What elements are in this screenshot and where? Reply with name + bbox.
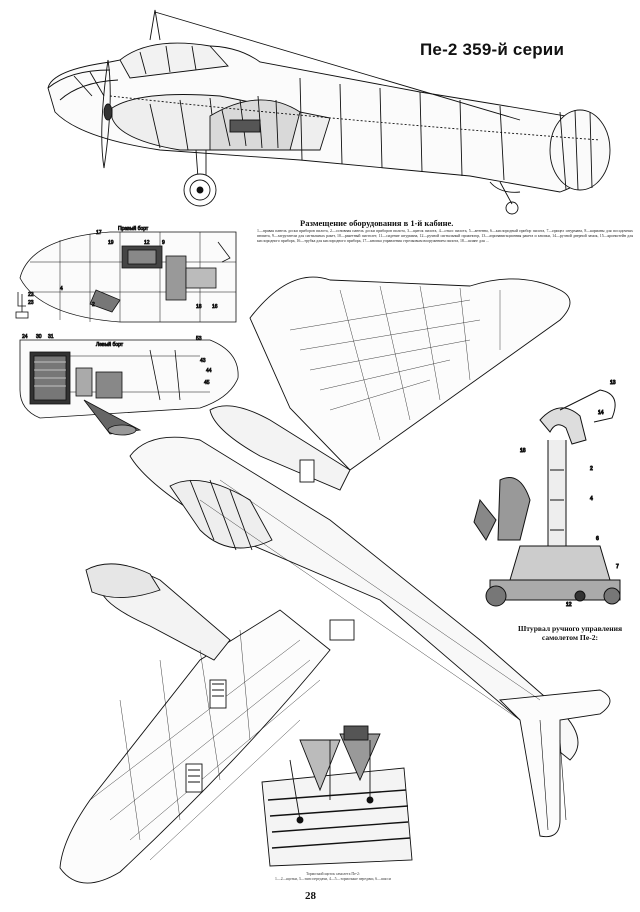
svg-text:12: 12 (566, 602, 572, 608)
page-title: Пе-2 359-й серии (420, 40, 565, 59)
equipment-legend: 1—правая панель доски приборов пилота, 2… (257, 229, 633, 244)
svg-text:30: 30 (36, 334, 42, 340)
svg-text:4: 4 (60, 286, 63, 292)
inset-label-mid: Левый борт (96, 341, 124, 348)
svg-text:6: 6 (596, 536, 599, 542)
svg-text:9: 9 (162, 240, 165, 246)
inset-label-top: Правый борт (118, 225, 149, 232)
svg-text:23: 23 (28, 300, 34, 306)
control-column-caption: Штурвал ручного управления самолетом Пе-… (517, 624, 623, 642)
page-number: 28 (305, 890, 316, 902)
svg-text:4: 4 (590, 496, 593, 502)
side-view-drawing (47, 9, 611, 215)
svg-text:31: 31 (48, 334, 54, 340)
plan-view-drawing (59, 276, 611, 884)
svg-text:2: 2 (590, 466, 593, 472)
svg-text:18: 18 (196, 304, 202, 310)
cabin-inset-right-side: 17 19 12 9 4 2 18 16 Правый борт (19, 225, 237, 323)
cabin-inset-left-side: 24 30 31 43 44 45 53 Левый борт (19, 334, 239, 436)
svg-text:14: 14 (598, 410, 604, 416)
svg-text:19: 19 (108, 240, 114, 246)
svg-text:24: 24 (22, 334, 28, 340)
svg-text:13: 13 (610, 380, 616, 386)
svg-text:16: 16 (212, 304, 218, 310)
svg-text:53: 53 (196, 336, 202, 342)
brake-flap-drawing (261, 725, 413, 867)
small-bracket-drawing: 22 23 (15, 292, 34, 319)
control-column-drawing: 13 14 18 2 4 6 7 12 (473, 380, 621, 609)
svg-text:43: 43 (200, 358, 206, 364)
svg-text:22: 22 (28, 292, 34, 298)
svg-text:7: 7 (616, 564, 619, 570)
svg-text:2: 2 (92, 302, 95, 308)
brake-flap-caption: Тормозной щиток самолета Пе-2: 1—2—щитки… (275, 872, 391, 881)
svg-text:45: 45 (204, 380, 210, 386)
svg-text:18: 18 (520, 448, 526, 454)
svg-text:12: 12 (144, 240, 150, 246)
equipment-heading: Размещение оборудования в 1-й кабине. (300, 218, 454, 228)
svg-text:17: 17 (96, 230, 102, 236)
svg-text:44: 44 (206, 368, 212, 374)
